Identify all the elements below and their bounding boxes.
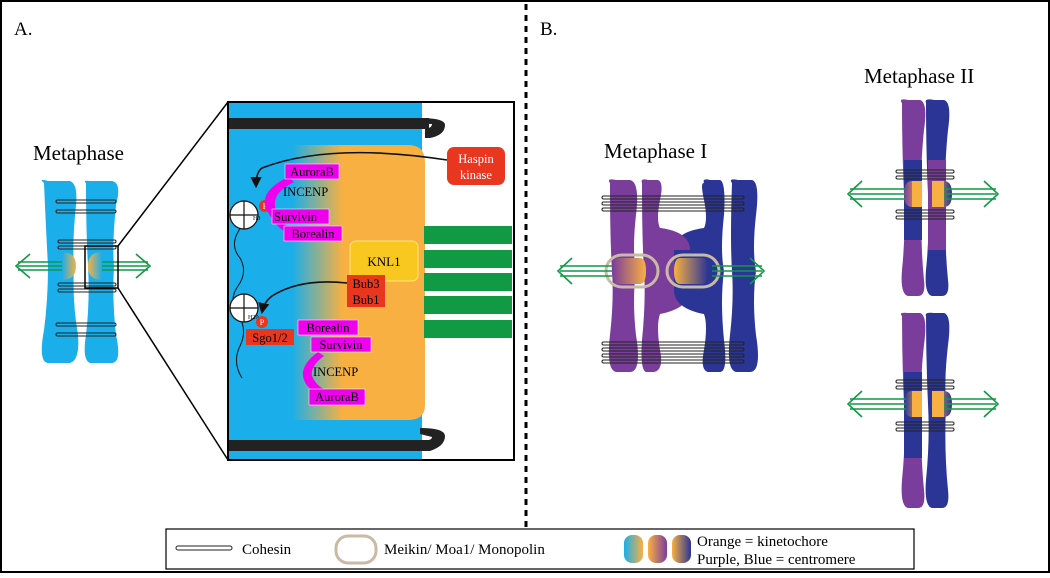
knl1-label: KNL1 [367, 254, 400, 269]
cpc-upper-box-2 [271, 208, 330, 225]
panel-a-label: A. [14, 19, 32, 40]
bub1-arrow [258, 281, 348, 315]
metaphase-ii-bottom-spindle [846, 390, 1000, 418]
microtubule [424, 226, 512, 244]
legend-cohesin-symbol [175, 545, 233, 551]
haspin-arrow [250, 151, 448, 189]
haspin-kinase-box [447, 147, 505, 185]
cpc-lower-box-1 [310, 336, 372, 353]
sgo-box [246, 329, 294, 345]
bub1-box [347, 291, 385, 307]
zoom-line-top [117, 101, 229, 247]
panel-b-label: B. [540, 19, 557, 40]
cpc-upper-aurorab: AuroraB [290, 165, 334, 179]
metaphase-spindle-arrows [14, 253, 152, 279]
cpc-lower-aurorab: AuroraB [315, 390, 359, 404]
bub3-label: Bub3 [352, 277, 379, 291]
metaphase-ii-bottom-cohesin [895, 379, 955, 432]
cpc-upper-box-3 [283, 225, 343, 242]
legend: Cohesin Meikin/ Moa1/ Monopolin Orange =… [165, 528, 915, 570]
microtubule [424, 320, 512, 338]
metaphase-ii-top-chromosome [900, 99, 952, 296]
cpc-lower-incenp-arc [302, 352, 330, 398]
cpc-upper-survivin: Survivin [274, 210, 318, 224]
cpc-lower-borealin: Borealin [306, 321, 350, 335]
sgo-label: Sgo1/2 [252, 331, 287, 345]
legend-kinetochore-swatches [624, 535, 691, 563]
legend-orange: Orange = kinetochore [697, 534, 828, 550]
nucleosome-h2a [229, 293, 259, 323]
metaphase-ii-top-cohesin [895, 169, 955, 220]
legend-purple-blue: Purple, Blue = centromere [697, 552, 856, 568]
metaphase-ii-title: Metaphase II [864, 64, 974, 88]
metaphase-chromosome [41, 179, 119, 363]
cpc-upper-incenp-arc [264, 177, 296, 236]
phospho-h2a [256, 316, 268, 328]
phospho-h3-label: P [263, 202, 268, 211]
cpc-lower-box-3 [308, 388, 366, 406]
cpc-lower-incenp: INCENP [313, 365, 358, 379]
zoom-line-bottom [117, 287, 229, 461]
cpc-upper-box-0 [284, 163, 340, 180]
metaphase-ii-bottom-chromosome [900, 312, 952, 508]
metaphase-ii-top-spindle [846, 180, 1000, 208]
metaphase-title: Metaphase [33, 141, 124, 165]
cpc-lower-box-0 [297, 319, 359, 336]
metaphase-i-title: Metaphase I [604, 139, 707, 163]
h2a-label: H2A [248, 315, 260, 321]
nucleosome-h3 [229, 200, 259, 230]
legend-cohesin: Cohesin [242, 542, 292, 558]
phospho-h2a-label: P [260, 318, 265, 327]
cpc-upper-incenp: INCENP [283, 185, 328, 199]
zoom-box [84, 245, 119, 289]
dna-strand [232, 205, 244, 379]
microtubule [424, 273, 512, 291]
microtubule [424, 250, 512, 268]
h3-label: H3 [253, 216, 260, 222]
legend-meikin: Meikin/ Moa1/ Monopolin [384, 542, 545, 558]
bub1-label: Bub1 [352, 293, 379, 307]
bub3-box [347, 275, 385, 291]
haspin-label-1: Haspin [458, 152, 494, 166]
metaphase-i-cohesin [601, 195, 745, 364]
metaphase-i-spindle-arrows [556, 257, 766, 285]
microtubule [424, 296, 512, 314]
legend-meikin-symbol [334, 534, 378, 565]
cpc-upper-borealin: Borealin [291, 227, 335, 241]
haspin-label-2: kinase [460, 168, 492, 182]
cpc-lower-survivin: Survivin [319, 338, 363, 352]
